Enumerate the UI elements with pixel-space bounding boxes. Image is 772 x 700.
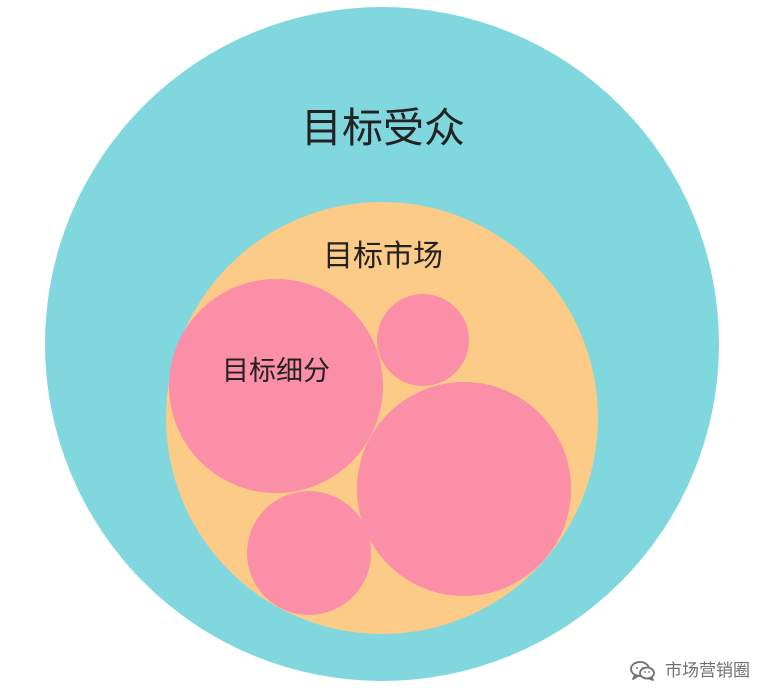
target-segment-circle: [169, 279, 383, 493]
wechat-icon: [629, 660, 657, 682]
large-segment-circle: [357, 382, 571, 596]
watermark: 市场营销圈: [629, 660, 750, 682]
target-segment-label: 目标细分: [222, 356, 330, 387]
target-market-label: 目标市场: [323, 239, 443, 274]
bottom-segment-circle: [247, 491, 371, 615]
watermark-text: 市场营销圈: [665, 660, 750, 681]
target-audience-label: 目标受众: [301, 104, 465, 152]
small-segment-circle: [377, 294, 469, 386]
